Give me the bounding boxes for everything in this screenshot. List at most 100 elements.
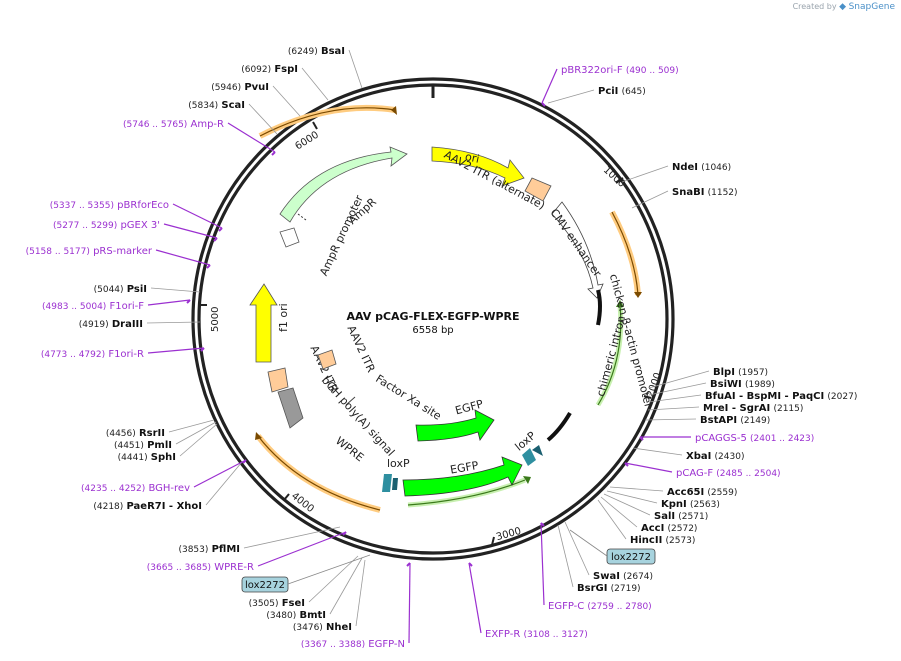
site-name: XbaI [686, 451, 711, 462]
site-position: (1957) [738, 368, 768, 378]
primer-mark [342, 531, 347, 536]
feature-label-wpre: WPRE [333, 434, 366, 464]
site-name: EGFP-N [368, 639, 405, 650]
site-label-text: BsrGI (2719) [577, 583, 641, 594]
plasmid-name: AAV pCAG-FLEX-EGFP-WPRE [346, 310, 519, 323]
site-label-text: (5746 .. 5765) Amp-R [123, 119, 224, 130]
site-leader-line [647, 406, 700, 411]
plasmid-size: 6558 bp [412, 325, 453, 336]
site-name: AccI [641, 523, 664, 534]
site-position: (1989) [745, 380, 775, 390]
site-position: (1152) [708, 188, 738, 198]
site-position: (3665 .. 3685) [147, 563, 211, 573]
site-label-text: HincII (2573) [630, 535, 695, 546]
site-label-text: (3665 .. 3685) WPRE-R [147, 562, 254, 573]
site-label-text: (5158 .. 5177) pRS-marker [26, 246, 153, 257]
site-name: HincII [630, 535, 662, 546]
primer-mark [624, 462, 629, 467]
site-position: (2573) [665, 536, 695, 546]
site-fspi: (6092) FspI [241, 64, 329, 101]
site-leader-line [348, 49, 363, 89]
site-psii: (5044) PsiI [94, 284, 201, 295]
site-position: (2759 .. 2780) [587, 602, 651, 612]
site-name: MreI - SgrAI [703, 403, 770, 414]
site-pmli: (4451) PmlI [114, 421, 217, 451]
feature-label-loxp-left: loxP [387, 457, 410, 470]
site-pbr322ori-f: pBR322ori-F (490 .. 509) [541, 65, 679, 107]
site-position: (2572) [668, 524, 698, 534]
site-name: NdeI [672, 162, 698, 173]
site-name: FspI [274, 64, 298, 75]
site-leader-line [547, 89, 595, 104]
site-name: RsrII [139, 428, 165, 439]
site-label-text: BsiWI (1989) [710, 379, 775, 390]
site-name: PciI [598, 86, 618, 97]
site-name: PflMI [212, 544, 240, 555]
site-leader-line [603, 493, 651, 516]
site-egfp-n: (3367 .. 3388) EGFP-N [301, 562, 411, 650]
site-leader-line [609, 486, 664, 492]
site-leader-line [272, 85, 301, 117]
site-position: (3505) [249, 599, 279, 609]
center-title: AAV pCAG-FLEX-EGFP-WPRE 6558 bp [346, 310, 519, 336]
site-position: (2401 .. 2423) [750, 434, 814, 444]
site-position: (5746 .. 5765) [123, 120, 187, 130]
created-by-text: Created by [792, 2, 837, 11]
site-leader-line [648, 394, 702, 403]
site-name: pCAG-F [676, 468, 713, 479]
site-label-text: (5044) PsiI [94, 284, 147, 295]
site-name: BsiWI [710, 379, 742, 390]
site-amp-r: (5746 .. 5765) Amp-R [123, 119, 276, 156]
site-position: (5946) [211, 83, 241, 93]
site-leader-line [541, 68, 558, 104]
site-position: (1046) [701, 163, 731, 173]
feature-label-aav2-itr-inner: AAV2 ITR [345, 323, 378, 374]
site-label-text: AccI (2572) [641, 523, 697, 534]
site-position: (5277 .. 5299) [53, 221, 117, 231]
feature-ampr [279, 146, 408, 223]
site-name: SnaBI [672, 187, 704, 198]
site-name: pRS-marker [93, 246, 153, 257]
site-position: (6092) [241, 65, 271, 75]
site-exfp-r: EXFP-R (3108 .. 3127) [468, 562, 588, 640]
site-position: (4983 .. 5004) [42, 302, 106, 312]
site-leader-line [243, 526, 341, 549]
site-nhei: (3476) NheI [293, 559, 366, 633]
site-leader-line [408, 562, 411, 644]
site-label-text: (5337 .. 5355) pBRforEco [50, 200, 169, 211]
site-label-text: KpnI (2563) [661, 499, 720, 510]
lox2272-badge-left: lox2272 [241, 554, 371, 593]
site-bsai: (6249) BsaI [288, 46, 363, 89]
site-leader-line [205, 461, 243, 506]
site-label-text: (5277 .. 5299) pGEX 3' [53, 220, 160, 231]
site-position: (2674) [623, 572, 653, 582]
site-position: (2430) [715, 452, 745, 462]
site-label-text: SnaBI (1152) [672, 187, 738, 198]
site-leader-line [193, 459, 247, 488]
site-pcii: PciI (645) [547, 86, 646, 104]
site-blpi: BlpI (1957) [648, 367, 768, 389]
site-name: pBR322ori-F [561, 65, 623, 76]
site-leader-line [155, 249, 211, 266]
site-label-text: BlpI (1957) [713, 367, 768, 378]
site-mrei-sgrai: MreI - SgrAI (2115) [647, 403, 803, 414]
site-label-text: BfuAI - BspMI - PaqCI (2027) [705, 391, 857, 402]
site-name: pCAGGS-5 [695, 433, 747, 444]
site-sphi: (4441) SphI [118, 423, 218, 463]
site-position: (3367 .. 3388) [301, 640, 365, 650]
site-name: PmlI [147, 440, 172, 451]
site-name: KpnI [661, 499, 687, 510]
site-name: BstAPI [700, 415, 737, 426]
site-scai: (5834) ScaI [188, 100, 278, 135]
site-label-text: EXFP-R (3108 .. 3127) [485, 629, 588, 640]
site-label-text: SwaI (2674) [593, 571, 653, 582]
site-name: ScaI [221, 100, 245, 111]
site-leader-line [150, 287, 201, 293]
site-pgex-3: (5277 .. 5299) pGEX 3' [53, 220, 218, 242]
site-position: (3480) [266, 611, 296, 621]
site-position: (4773 .. 4792) [41, 350, 105, 360]
site-fsei: (3505) FseI [249, 555, 359, 609]
feature-egfp-upper [415, 409, 495, 442]
site-egfp-c: EGFP-C (2759 .. 2780) [540, 522, 652, 612]
